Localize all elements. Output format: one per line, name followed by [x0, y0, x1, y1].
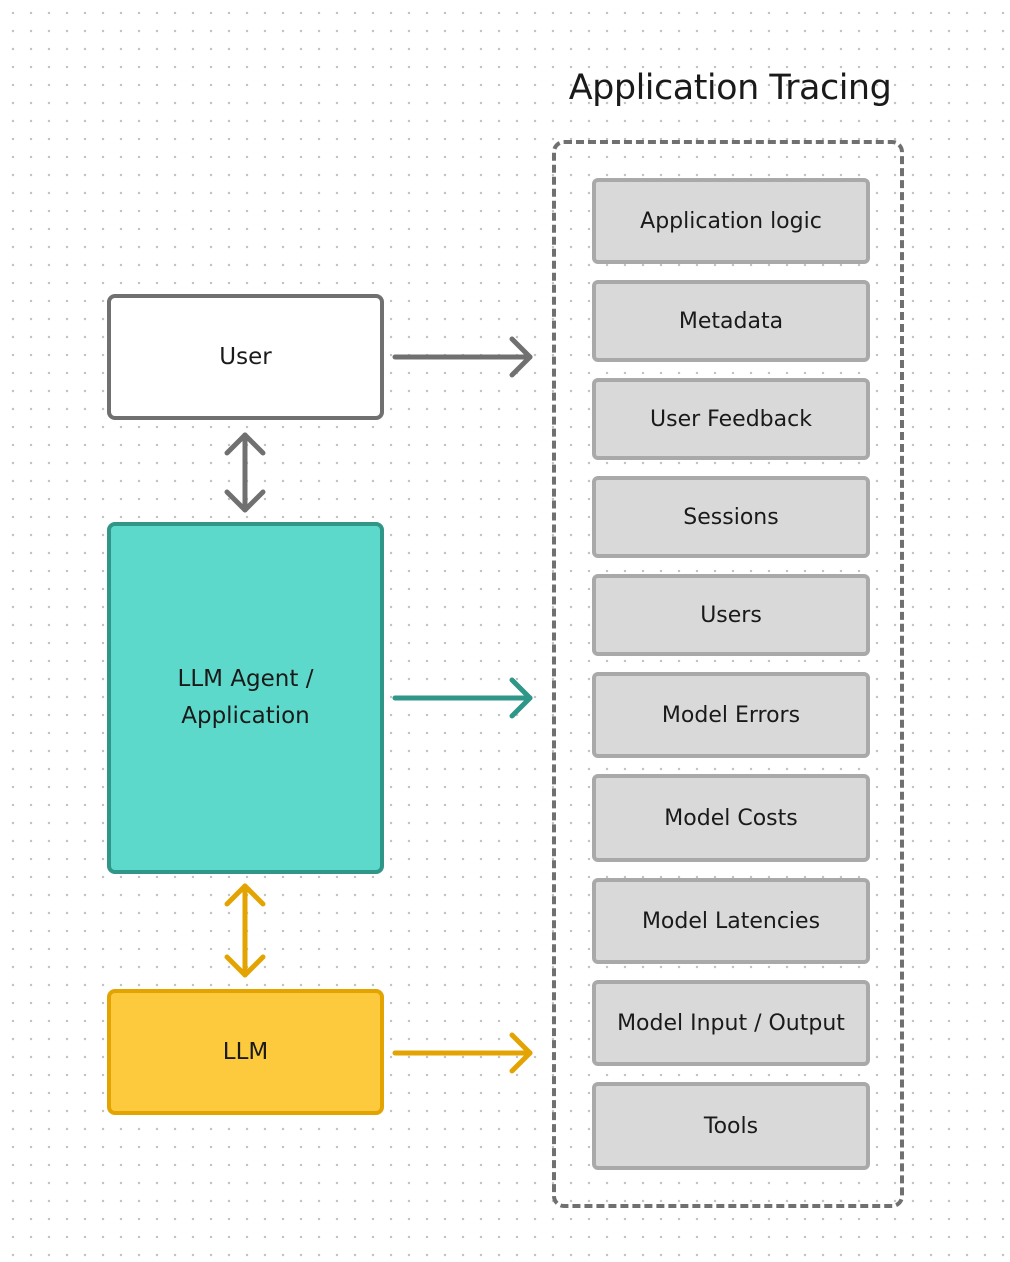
tracing-item-user-feedback: User Feedback [592, 378, 870, 460]
llm-agent-node: LLM Agent / Application [107, 522, 384, 874]
tracing-item-metadata: Metadata [592, 280, 870, 362]
tracing-item-model-input-output: Model Input / Output [592, 980, 870, 1066]
user-node: User [107, 294, 384, 420]
tracing-item-tools: Tools [592, 1082, 870, 1170]
tracing-item-users: Users [592, 574, 870, 656]
llm-agent-node-label-line2: Application [181, 703, 310, 729]
diagram-title: Application Tracing [568, 68, 892, 108]
llm-node-label: LLM [222, 1039, 269, 1065]
tracing-item-model-errors: Model Errors [592, 672, 870, 758]
user-node-label: User [219, 344, 272, 370]
tracing-item-model-latencies: Model Latencies [592, 878, 870, 964]
tracing-item-sessions: Sessions [592, 476, 870, 558]
tracing-item-model-costs: Model Costs [592, 774, 870, 862]
tracing-item-application-logic: Application logic [592, 178, 870, 264]
llm-agent-node-label-line1: LLM Agent / [177, 666, 314, 692]
llm-node: LLM [107, 989, 384, 1115]
application-tracing-container [552, 140, 904, 1208]
